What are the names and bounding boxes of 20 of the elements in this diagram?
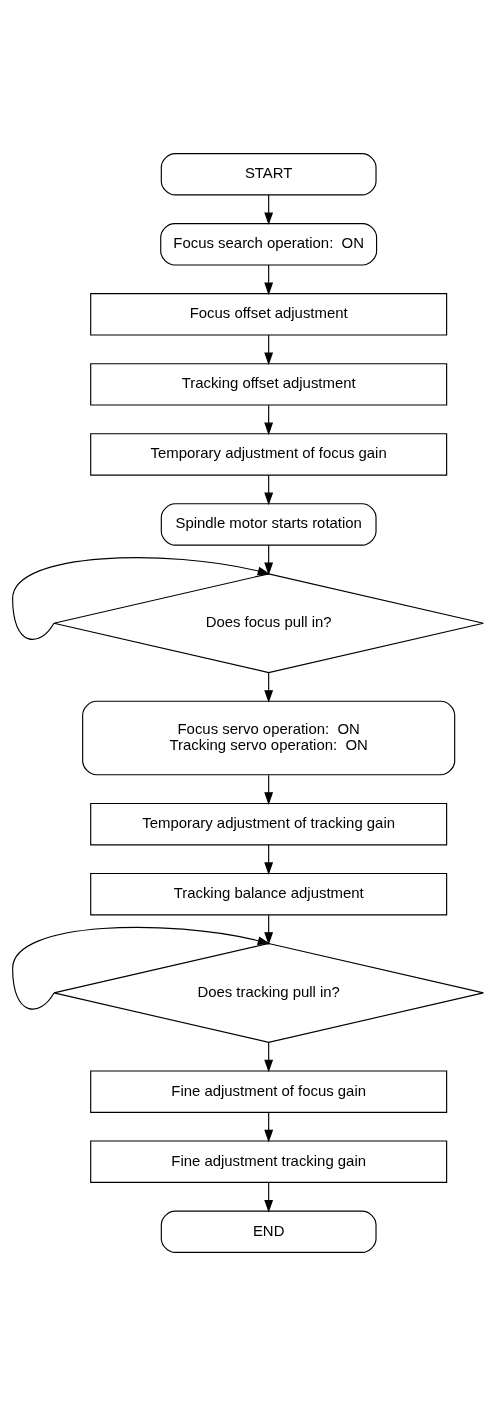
node-box: Focus offset adjustment bbox=[90, 292, 448, 336]
node-box: Tracking offset adjustment bbox=[90, 362, 448, 406]
node-box: Focus servo operation: ON Tracking servo operation: ON bbox=[82, 700, 456, 775]
node-diamond: Does tracking pull in? bbox=[53, 942, 484, 1043]
arrow bbox=[264, 1111, 274, 1142]
arrow bbox=[264, 404, 274, 435]
arrow bbox=[12, 556, 271, 640]
node-box: Fine adjustment of focus gain bbox=[90, 1069, 448, 1113]
node-box: START bbox=[160, 152, 377, 195]
node-box: Temporary adjustment of focus gain bbox=[90, 432, 448, 476]
node-diamond: Does focus pull in? bbox=[53, 572, 484, 673]
arrow bbox=[264, 474, 274, 505]
node-box: Temporary adjustment of tracking gain bbox=[90, 802, 448, 845]
node-box: Tracking balance adjustment bbox=[90, 872, 448, 915]
node-box: END bbox=[160, 1210, 377, 1253]
node-box: Focus search operation: ON bbox=[160, 222, 378, 266]
arrow bbox=[264, 1181, 274, 1213]
node-box: Spindle motor starts rotation bbox=[160, 502, 377, 546]
arrow bbox=[12, 926, 271, 1010]
node-box: Fine adjustment tracking gain bbox=[90, 1139, 448, 1183]
